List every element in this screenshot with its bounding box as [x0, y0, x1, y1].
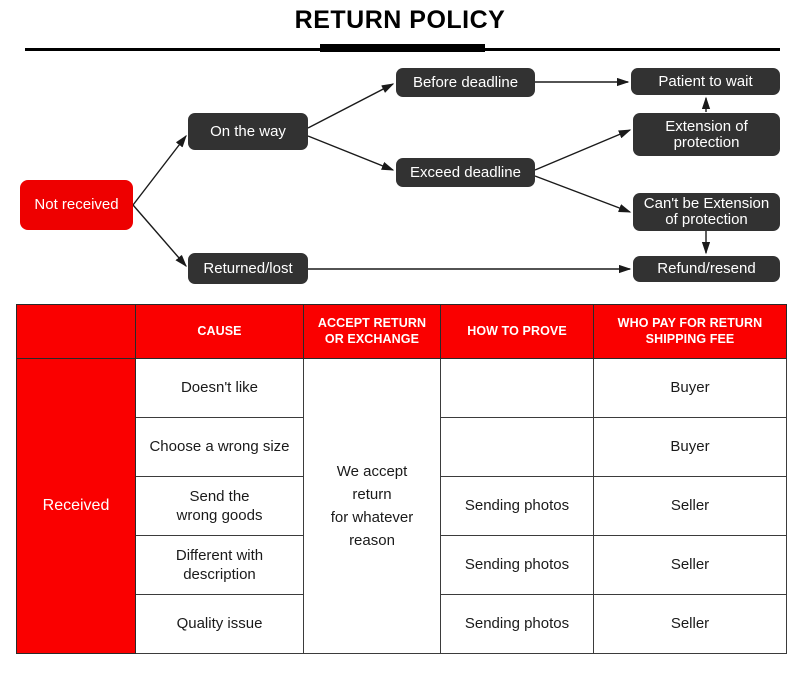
table-cell-cause: Choose a wrong size: [135, 417, 304, 477]
table-cell-how-to-prove: Sending photos: [440, 476, 594, 536]
table-cell-how-to-prove: [440, 358, 594, 418]
flow-node-patient-to-wait[interactable]: Patient to wait: [631, 68, 780, 95]
table-row: Quality issue Sending photos Seller: [17, 594, 787, 654]
title-divider-accent: [320, 44, 485, 52]
flow-node-returned-lost[interactable]: Returned/lost: [188, 253, 308, 284]
table-cell-who-pay: Seller: [593, 535, 787, 595]
flow-node-not-received[interactable]: Not received: [20, 180, 133, 230]
table-cell-how-to-prove: Sending photos: [440, 594, 594, 654]
table-cell-how-to-prove: Sending photos: [440, 535, 594, 595]
table-cell-cause: Doesn't like: [135, 358, 304, 418]
return-policy-flowchart: Not received On the way Returned/lost Be…: [0, 60, 800, 295]
table-cell-who-pay: Buyer: [593, 417, 787, 477]
table-cell-how-to-prove: [440, 417, 594, 477]
table-header-group: [16, 304, 136, 359]
table-header-how-to-prove: HOW TO PROVE: [440, 304, 594, 359]
table-group-cell-received: Received: [16, 358, 136, 654]
flow-node-on-the-way[interactable]: On the way: [188, 113, 308, 150]
table-cell-cause: Quality issue: [135, 594, 304, 654]
flowchart-connectors: [132, 77, 711, 274]
page-title: RETURN POLICY: [294, 6, 506, 34]
table-row: Choose a wrong size Buyer: [17, 417, 787, 477]
flow-node-before-deadline[interactable]: Before deadline: [396, 68, 535, 97]
flow-node-exceed-deadline[interactable]: Exceed deadline: [396, 158, 535, 187]
table-cell-who-pay: Seller: [593, 594, 787, 654]
table-cell-who-pay: Buyer: [593, 358, 787, 418]
table-header-cause: CAUSE: [135, 304, 304, 359]
flow-node-refund-resend[interactable]: Refund/resend: [633, 256, 780, 282]
table-cell-who-pay: Seller: [593, 476, 787, 536]
